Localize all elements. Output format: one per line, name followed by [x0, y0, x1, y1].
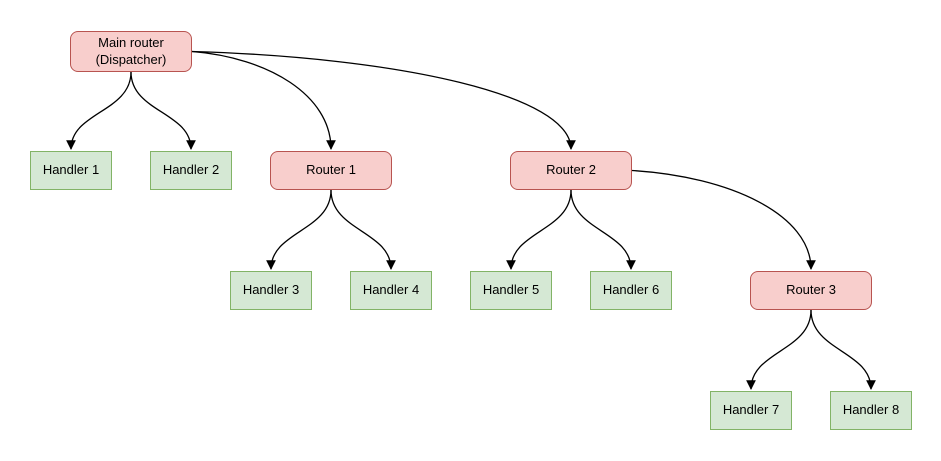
- edge-router-2-to-handler-5: [506, 189, 572, 270]
- node-handler-8: Handler 8: [830, 391, 912, 430]
- edge-main-router-to-router-2: [191, 50, 576, 150]
- node-label: Handler 6: [602, 282, 660, 298]
- edge-router-2-to-handler-6: [570, 189, 636, 270]
- node-router-2: Router 2: [510, 151, 632, 190]
- node-label: Handler 7: [722, 402, 780, 418]
- node-handler-1: Handler 1: [30, 151, 112, 190]
- edge-router-1-to-handler-3: [266, 189, 332, 270]
- node-handler-4: Handler 4: [350, 271, 432, 310]
- node-main-router: Main router (Dispatcher): [70, 31, 192, 72]
- node-label: Main router (Dispatcher): [95, 35, 167, 67]
- node-label: Handler 1: [42, 162, 100, 178]
- node-router-3: Router 3: [750, 271, 872, 310]
- node-handler-5: Handler 5: [470, 271, 552, 310]
- node-router-1: Router 1: [270, 151, 392, 190]
- edge-router-2-to-router-3: [631, 169, 816, 270]
- edge-router-3-to-handler-7: [746, 309, 812, 390]
- edge-router-1-to-handler-4: [330, 189, 396, 270]
- node-handler-3: Handler 3: [230, 271, 312, 310]
- edge-main-router-to-router-1: [191, 50, 336, 150]
- edge-main-router-to-handler-1: [66, 71, 132, 150]
- node-label: Router 2: [546, 162, 596, 178]
- node-handler-7: Handler 7: [710, 391, 792, 430]
- node-label: Handler 8: [842, 402, 900, 418]
- node-label: Router 1: [306, 162, 356, 178]
- node-handler-2: Handler 2: [150, 151, 232, 190]
- node-label: Router 3: [786, 282, 836, 298]
- node-label: Handler 3: [242, 282, 300, 298]
- node-handler-6: Handler 6: [590, 271, 672, 310]
- edge-router-3-to-handler-8: [810, 309, 876, 390]
- edge-main-router-to-handler-2: [130, 71, 196, 150]
- node-label: Handler 5: [482, 282, 540, 298]
- node-label: Handler 2: [162, 162, 220, 178]
- node-label: Handler 4: [362, 282, 420, 298]
